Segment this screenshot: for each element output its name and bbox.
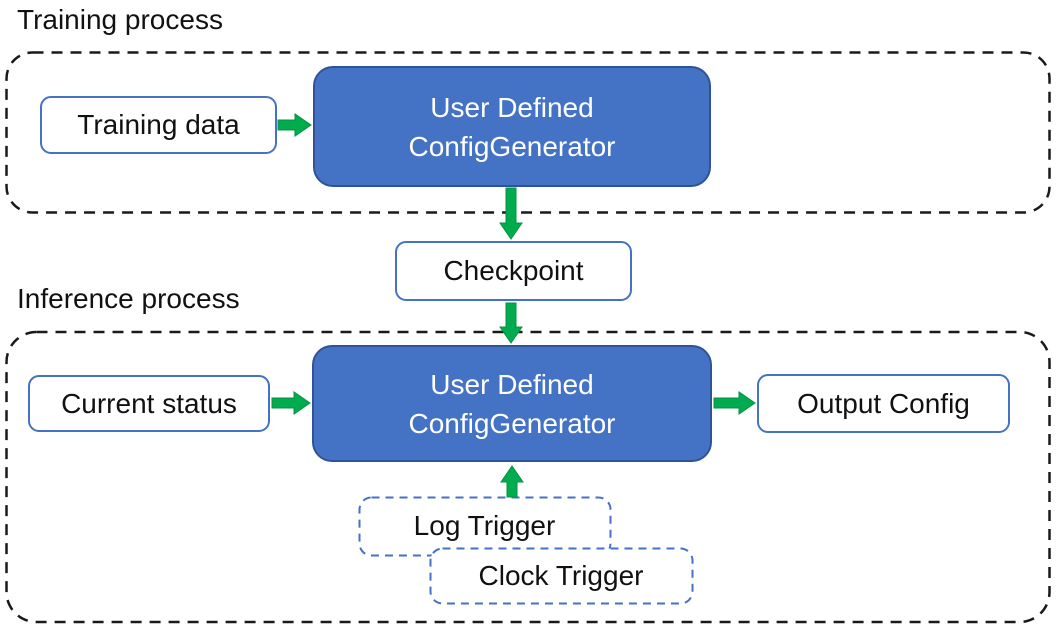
- training-config-generator-node: User Defined ConfigGenerator: [313, 66, 711, 187]
- training-process-container: [5, 51, 1051, 214]
- inference-process-container: [5, 330, 1051, 624]
- inference-config-generator-line2: ConfigGenerator: [408, 407, 616, 439]
- inference-config-generator-line1: User Defined: [430, 368, 594, 400]
- training-config-generator-line2: ConfigGenerator: [408, 130, 616, 162]
- arrow-generator-to-output-config: [713, 391, 756, 415]
- arrow-current-status-to-generator: [271, 391, 311, 415]
- inference-config-generator-node: User Defined ConfigGenerator: [312, 345, 712, 462]
- arrow-generator-to-checkpoint: [499, 187, 523, 240]
- current-status-node: Current status: [28, 375, 270, 432]
- checkpoint-node: Checkpoint: [395, 241, 632, 301]
- clock-trigger-box: [429, 547, 694, 605]
- arrow-training-data-to-generator: [277, 113, 312, 137]
- arrow-triggers-to-generator: [500, 465, 524, 498]
- training-data-node: Training data: [40, 96, 277, 154]
- training-process-label: Training process: [17, 4, 223, 35]
- training-config-generator-line1: User Defined: [430, 91, 594, 123]
- log-trigger-label: Log Trigger: [413, 510, 556, 541]
- inference-process-label: Inference process: [17, 283, 240, 314]
- arrow-checkpoint-to-generator: [499, 302, 523, 344]
- output-config-node: Output Config: [757, 374, 1010, 433]
- clock-trigger-label: Clock Trigger: [478, 559, 644, 591]
